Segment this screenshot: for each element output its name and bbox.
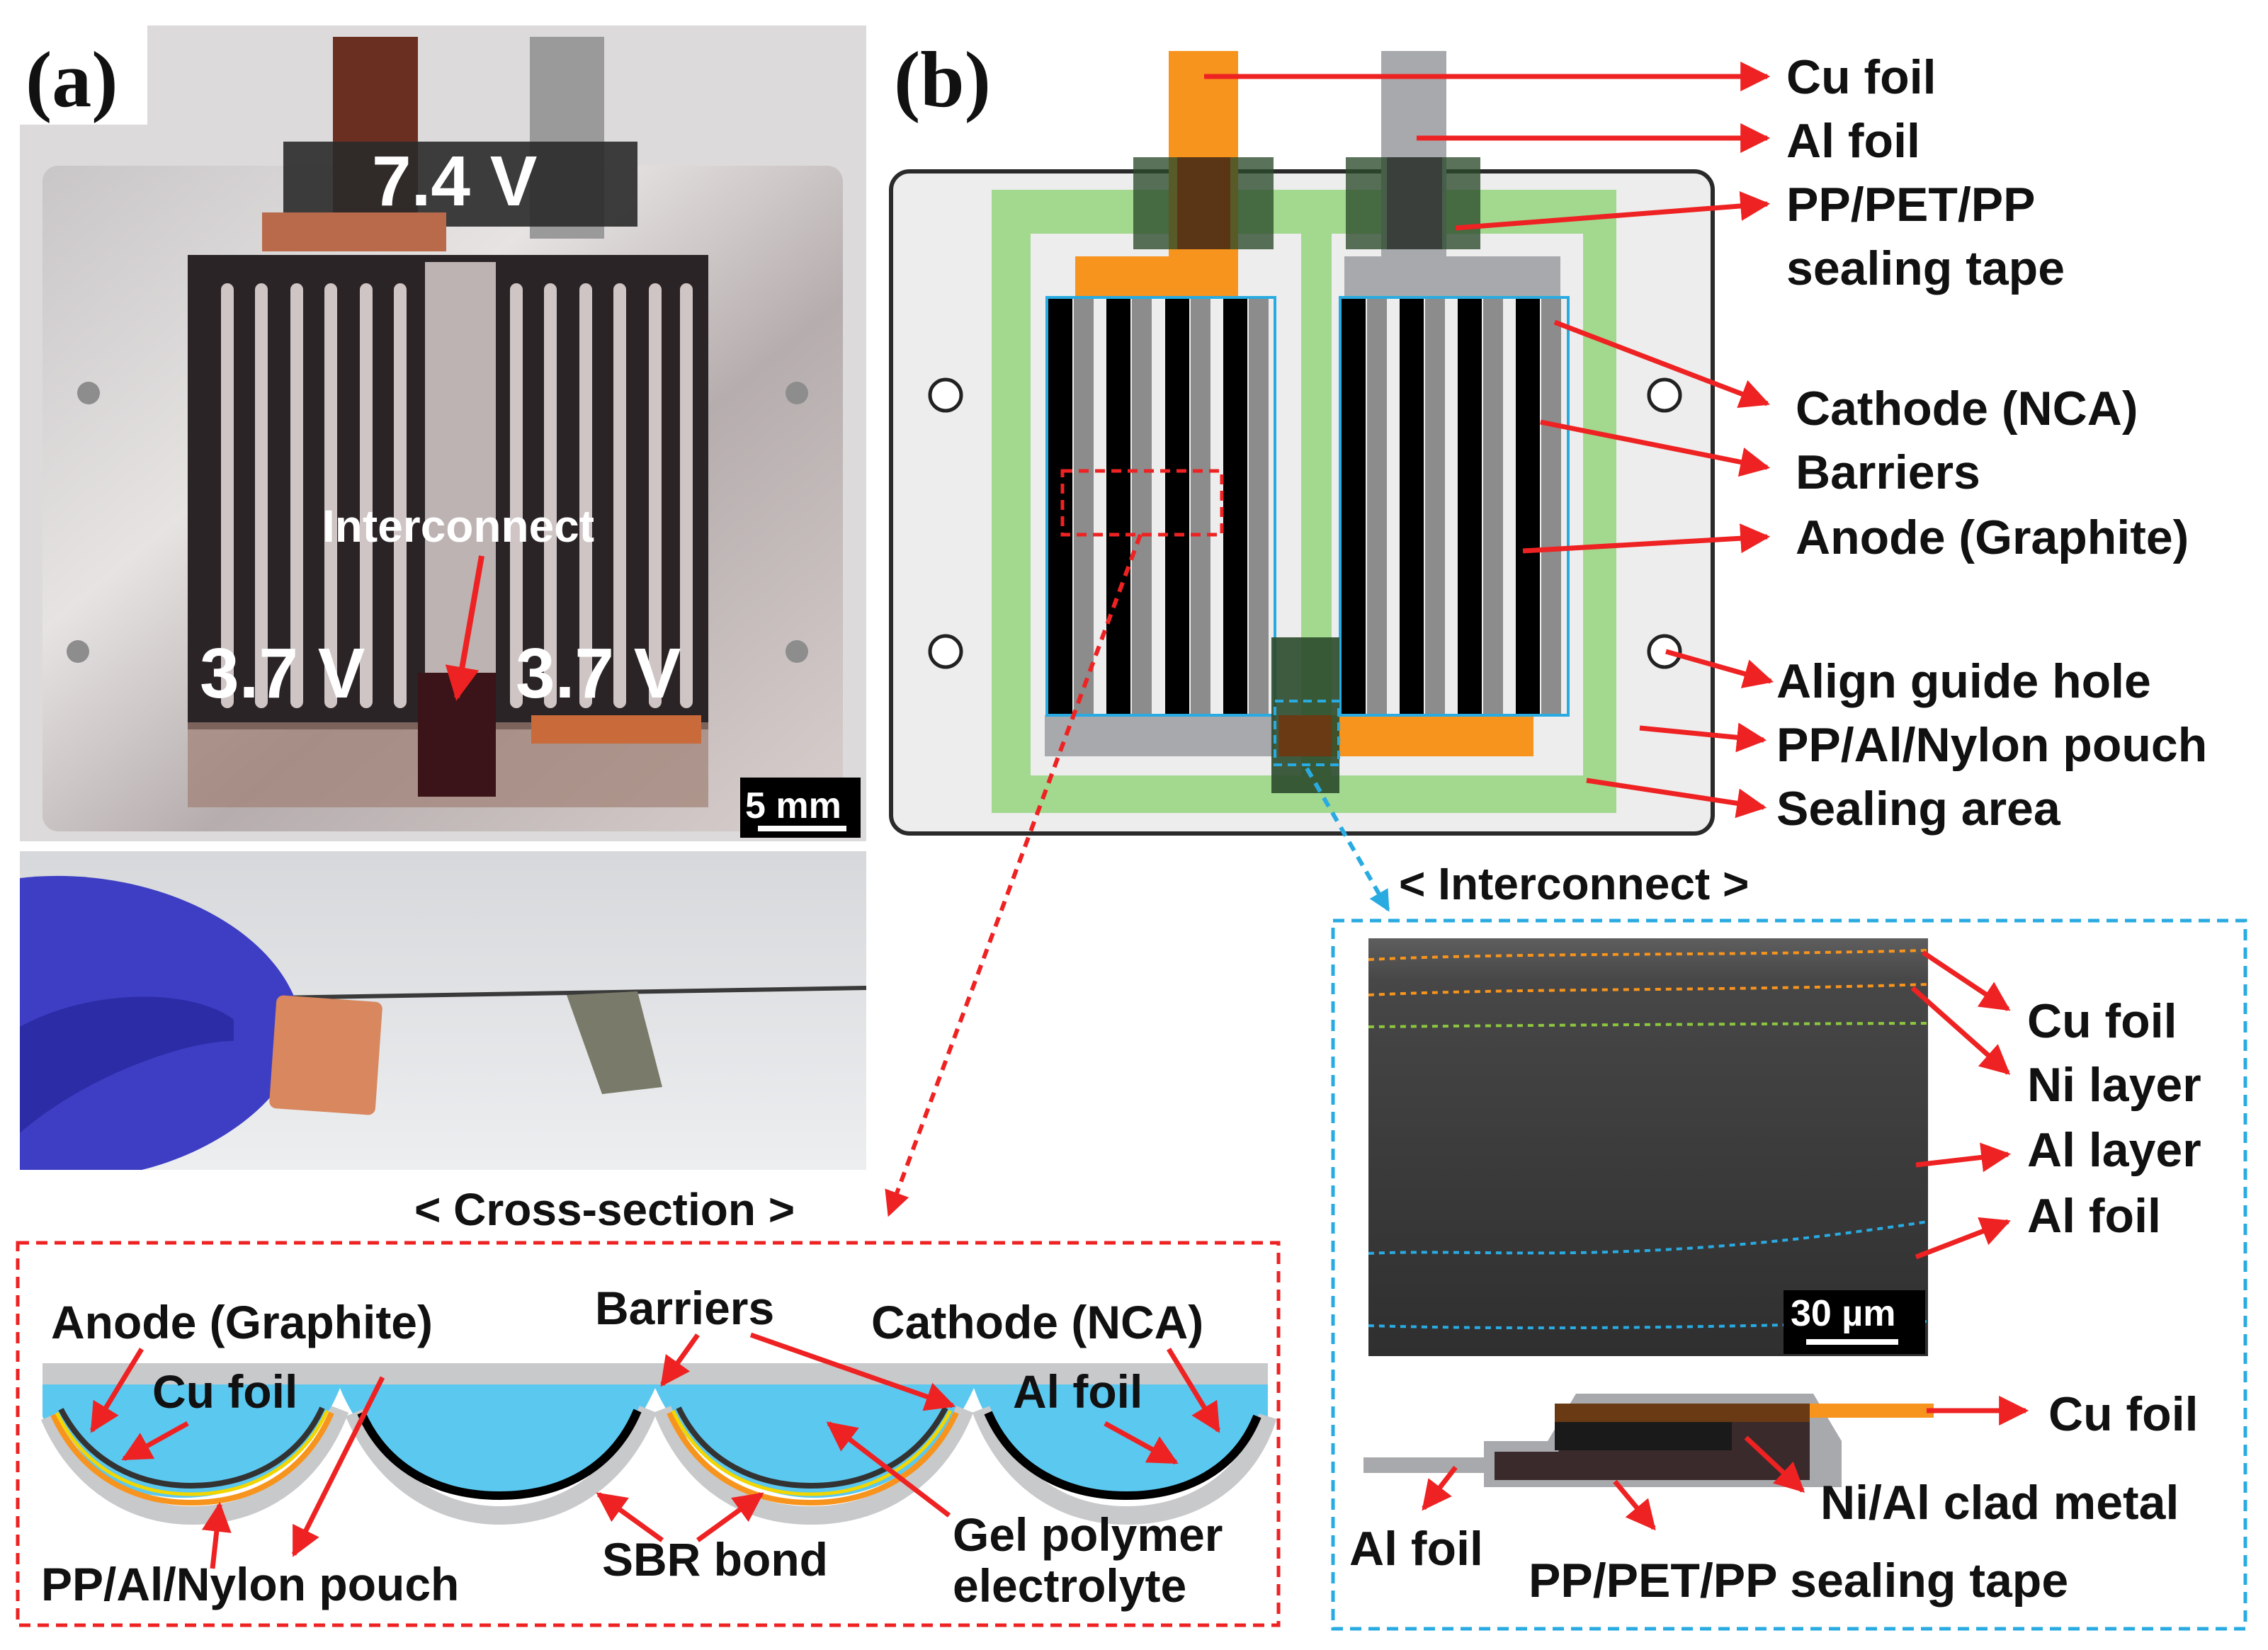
label-pouch: PP/Al/Nylon pouch	[1776, 718, 2207, 772]
xs-label-pouch: PP/Al/Nylon pouch	[41, 1558, 459, 1610]
label-sealing-area: Sealing area	[1776, 782, 2061, 836]
align-hole-bottom-left	[928, 634, 963, 669]
cross-section-detail: < Cross-section >	[16, 533, 1281, 1627]
align-hole-top-left	[928, 377, 963, 413]
label-sealing-tape-line2: sealing tape	[1786, 241, 2065, 295]
cell-fingers-left	[221, 283, 407, 708]
sem-scale-label: 30 µm	[1791, 1293, 1895, 1334]
interconnect-title: < Interconnect >	[1399, 858, 1749, 909]
xs-label-anode: Anode (Graphite)	[51, 1296, 433, 1348]
sem-image	[1368, 938, 1928, 1356]
label-sealing-tape-line1: PP/PET/PP	[1786, 178, 2035, 232]
xs-label-barriers: Barriers	[595, 1282, 774, 1334]
right-cell-outline	[1339, 296, 1570, 717]
photo-scale-label: 5 mm	[745, 785, 841, 826]
xs-label-al-foil: Al foil	[1013, 1365, 1142, 1418]
diagram-label-cu-foil: Cu foil	[2048, 1387, 2199, 1441]
diagram-label-nial: Ni/Al clad metal	[1820, 1476, 2179, 1530]
interconnect-layer-diagram	[1363, 1394, 1934, 1487]
label-barriers: Barriers	[1796, 445, 1980, 499]
left-cell-electrodes	[1048, 299, 1269, 714]
right-cell-electrodes	[1342, 299, 1561, 714]
sem-label-al-foil: Al foil	[2027, 1189, 2161, 1243]
sem-label-al-layer: Al layer	[2027, 1123, 2201, 1177]
interconnect-label: Interconnect	[322, 501, 594, 552]
panel-a-label: (a)	[25, 36, 118, 124]
panel-a-photo: (a) 7.4 V Interconnect 3.7 V 3.7 V 5 mm	[20, 25, 866, 841]
interconnect-pointer	[445, 555, 484, 701]
cell-fingers-right	[510, 283, 693, 708]
voltage-right-label: 3.7 V	[516, 634, 681, 713]
sem-label-ni-layer: Ni layer	[2027, 1058, 2201, 1112]
cross-section-selection	[1060, 469, 1224, 537]
cross-section-frame	[16, 1241, 1281, 1627]
sem-label-cu-foil: Cu foil	[2027, 994, 2177, 1048]
photo-hole-top-left	[77, 382, 100, 404]
flex-photo	[19, 851, 867, 1170]
photo-hole-bottom-right	[786, 640, 808, 663]
cross-section-callout-arrow	[885, 533, 1142, 1217]
label-cathode: Cathode (NCA)	[1796, 382, 2138, 436]
align-hole-top-right	[1647, 377, 1682, 413]
photo-hole-bottom-left	[67, 640, 89, 663]
interconnect-detail: < Interconnect > 30 µm Cu foil Ni layer …	[1305, 767, 2247, 1631]
left-cell-outline	[1045, 296, 1276, 717]
xs-label-cu-foil: Cu foil	[152, 1365, 297, 1418]
xs-label-cathode: Cathode (NCA)	[871, 1296, 1203, 1348]
panel-b-arrows	[1204, 62, 1774, 819]
cross-section-title: < Cross-section >	[414, 1184, 795, 1235]
panel-b-schematic: (b)	[889, 36, 2207, 836]
voltage-top-label: 7.4 V	[372, 142, 538, 221]
photo-hole-top-right	[786, 382, 808, 404]
voltage-left-label: 3.7 V	[200, 634, 365, 713]
label-align-hole: Align guide hole	[1776, 654, 2151, 708]
xs-label-gel-line1: Gel polymer	[953, 1508, 1223, 1561]
diagram-label-al-foil: Al foil	[1349, 1522, 1483, 1576]
xs-label-gel-line2: electrolyte	[953, 1559, 1186, 1612]
label-anode: Anode (Graphite)	[1796, 511, 2189, 564]
diagram-label-tape: PP/PET/PP sealing tape	[1529, 1554, 2068, 1608]
label-al-foil: Al foil	[1786, 114, 1920, 168]
panel-b-label: (b)	[894, 36, 991, 124]
interconnect-callout-arrow	[1305, 767, 1390, 912]
label-cu-foil: Cu foil	[1786, 50, 1937, 104]
align-hole-bottom-right	[1647, 634, 1682, 669]
xs-label-sbr: SBR bond	[602, 1533, 828, 1586]
